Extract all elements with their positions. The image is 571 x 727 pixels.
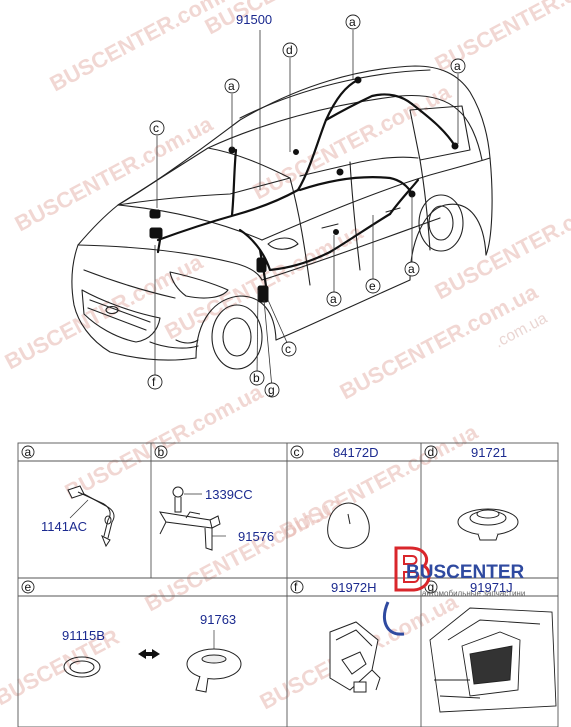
part-label-1339CC: 1339CC <box>205 487 253 502</box>
connectors <box>149 76 459 303</box>
callout-g: g <box>264 382 280 398</box>
svg-text:f: f <box>152 375 156 389</box>
part-c-pad <box>327 502 370 549</box>
part-number-91971J: 91971J <box>470 580 513 595</box>
part-b-bracket <box>159 486 221 551</box>
table-headers: a b c 84172D d 91721 e f 91972H g 9197 <box>21 445 513 595</box>
callout-d: d <box>282 42 298 58</box>
callout-a-top: a <box>345 14 361 30</box>
svg-text:a: a <box>408 262 415 276</box>
table-cell-e-header: e <box>21 580 35 594</box>
interchange-arrow-icon <box>138 649 160 659</box>
svg-text:a: a <box>454 59 461 73</box>
part-e-ring <box>63 656 101 678</box>
table-cell-a-header: a <box>21 445 35 459</box>
watermark-text: BUSCENTER.com.ua <box>161 219 368 345</box>
svg-text:g: g <box>268 383 275 397</box>
part-label-1141AC: 1141AC <box>41 519 87 534</box>
table-cell-c-header: c 84172D <box>290 445 379 460</box>
part-label-91763: 91763 <box>200 612 236 627</box>
main-part-number: 91500 <box>236 12 272 27</box>
part-e-grommet <box>186 648 242 693</box>
callout-b: b <box>249 370 265 386</box>
connector-dot <box>333 229 339 235</box>
part-d-grommet <box>457 508 519 541</box>
callout-a-floor: a <box>326 291 342 307</box>
svg-text:g: g <box>428 580 435 594</box>
watermark-text: BUSCENTER.com.ua <box>61 379 268 505</box>
table-cell-b-header: b <box>154 445 168 459</box>
logo-tagline: автомобильные запчастини <box>422 589 525 598</box>
svg-text:b: b <box>253 371 260 385</box>
svg-text:f: f <box>294 580 298 594</box>
table-cell-d-header: d 91721 <box>424 445 507 460</box>
callout-e: e <box>365 278 381 294</box>
callout-a-rear: a <box>450 58 466 74</box>
watermark-text: BUSCENTER.com.ua <box>276 419 483 545</box>
connector-dot <box>354 76 362 84</box>
table-cell-f-header: f 91972H <box>290 580 377 595</box>
parts-table <box>17 442 559 727</box>
svg-text:a: a <box>228 79 235 93</box>
part-number-84172D: 84172D <box>333 445 379 460</box>
part-a-ground-bolt <box>67 485 115 548</box>
svg-text:a: a <box>25 445 32 459</box>
part-g-interior-view <box>429 607 557 713</box>
logo-brand-text: BUSCENTER <box>406 562 525 583</box>
svg-text:e: e <box>25 580 32 594</box>
callout-a-pillar: a <box>224 78 240 94</box>
svg-text:c: c <box>153 121 159 135</box>
svg-text:b: b <box>158 445 165 459</box>
svg-text:a: a <box>330 292 337 306</box>
svg-text:e: e <box>369 279 376 293</box>
connector-dot <box>293 149 299 155</box>
svg-text:d: d <box>286 43 293 57</box>
connector-block <box>149 209 161 219</box>
connector-block <box>256 257 267 273</box>
callout-f: f <box>147 374 163 390</box>
callout-leaders <box>154 30 459 389</box>
svg-text:c: c <box>285 342 291 356</box>
callout-c-top: c <box>149 120 165 136</box>
connector-dot <box>336 168 344 176</box>
part-number-91972H: 91972H <box>331 580 377 595</box>
watermark-text: BUSCENTER.com.ua <box>11 111 218 237</box>
connector-block <box>149 227 163 239</box>
connector-dot <box>451 142 459 150</box>
callout-a-rear-floor: a <box>404 261 420 277</box>
watermark-text: BUSCENTER.com.ua <box>431 179 571 305</box>
car-outline <box>71 65 493 370</box>
svg-text:d: d <box>428 445 435 459</box>
callout-markers: a d a a c a e a <box>147 14 466 398</box>
watermark-text: BUSCENTER.com.ua <box>1 249 208 375</box>
connector-block <box>257 285 269 303</box>
part-f-connector <box>329 621 381 693</box>
part-number-91721: 91721 <box>471 445 507 460</box>
part-label-91115B: 91115B <box>62 628 105 643</box>
callout-c-bottom: c <box>281 341 297 357</box>
svg-text:a: a <box>349 15 356 29</box>
buscenter-logo: BUSCENTER автомобильные запчастини <box>383 546 525 636</box>
part-label-91576: 91576 <box>238 529 274 544</box>
svg-text:c: c <box>294 445 300 459</box>
watermark-text: BUSCENTER.com.ua <box>201 0 408 39</box>
